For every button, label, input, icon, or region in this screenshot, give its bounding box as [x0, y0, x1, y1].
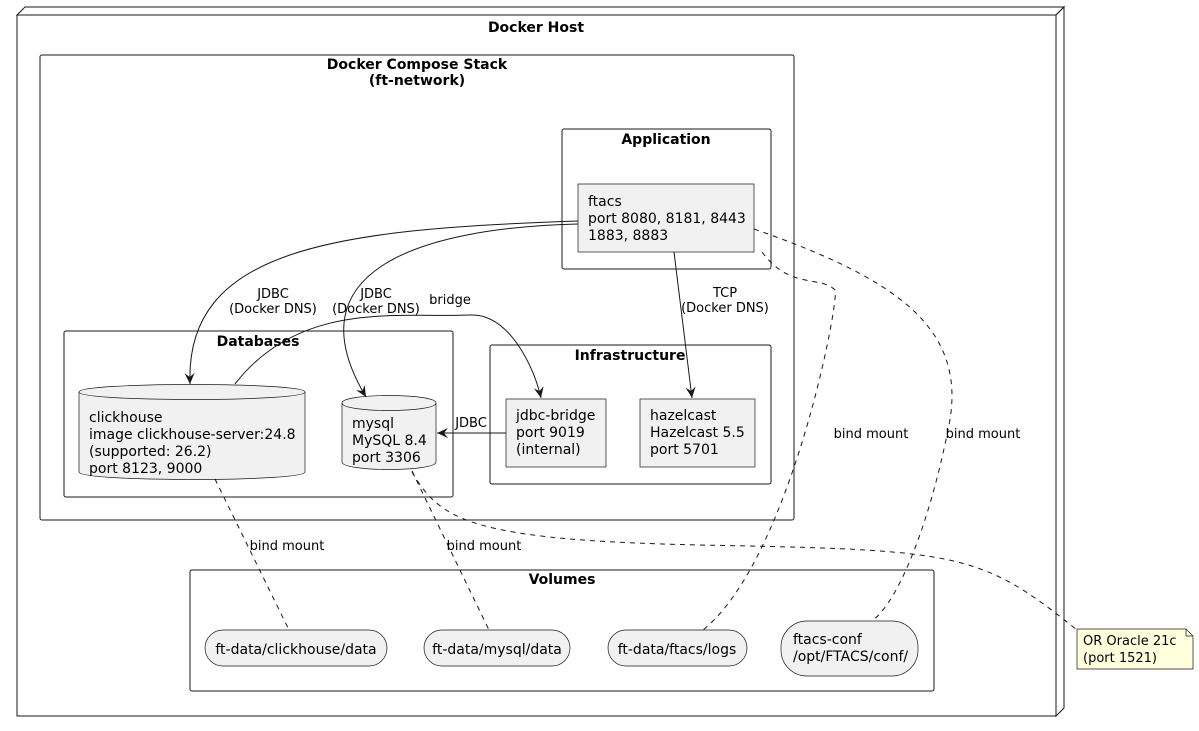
clickhouse-label-line2: image clickhouse-server:24.8 [89, 427, 296, 443]
clickhouse-label-line4: port 8123, 9000 [89, 461, 202, 477]
compose-stack-title-line1: Docker Compose Stack [327, 57, 508, 73]
mysql-label-line1: mysql [352, 416, 394, 432]
application-title: Application [621, 132, 710, 148]
jdbc-bridge-label-line2: port 9019 [516, 425, 585, 441]
jdbc-bridge-label-line3: (internal) [516, 442, 581, 458]
volume-logs-label: ft-data/ftacs/logs [618, 642, 737, 658]
mysql-database[interactable]: mysql MySQL 8.4 port 3306 [341, 395, 437, 470]
label-ftacs-hazelcast-line2: (Docker DNS) [681, 301, 769, 316]
edge-ftacs-hazelcast [673, 251, 696, 399]
volume-ftacs-logs[interactable]: ft-data/ftacs/logs [607, 629, 748, 667]
compose-stack-title-line2: (ft-network) [369, 73, 465, 89]
hazelcast-label-line1: hazelcast [650, 408, 717, 424]
label-ftacs-clickhouse-line2: (Docker DNS) [229, 302, 317, 317]
hazelcast-label-line2: Hazelcast 5.5 [650, 425, 745, 441]
edge-ftacs-mysql [343, 223, 579, 398]
clickhouse-label-line3: (supported: 26.2) [89, 444, 212, 460]
label-mysql-mount: bind mount [447, 539, 522, 554]
databases-title: Databases [217, 334, 300, 350]
ftacs-component[interactable]: ftacs port 8080, 8181, 8443 1883, 8883 [577, 183, 755, 253]
label-bridge-mysql: JDBC [454, 416, 487, 431]
edge-conf-mount [753, 228, 953, 622]
oracle-note: OR Oracle 21c (port 1521) [1076, 628, 1194, 670]
note-line1: OR Oracle 21c [1083, 634, 1177, 649]
volume-conf-label-line1: ftacs-conf [793, 632, 863, 648]
volumes-title: Volumes [529, 572, 596, 588]
mysql-label-line2: MySQL 8.4 [352, 433, 427, 449]
edge-logs-mount [702, 251, 836, 631]
clickhouse-label-line1: clickhouse [89, 410, 163, 426]
volume-clickhouse-label: ft-data/clickhouse/data [215, 642, 376, 658]
ftacs-label-line3: 1883, 8883 [588, 228, 668, 244]
edge-ftacs-clickhouse [184, 220, 579, 385]
hazelcast-component[interactable]: hazelcast Hazelcast 5.5 port 5701 [639, 398, 756, 468]
label-ftacs-mysql-line2: (Docker DNS) [332, 302, 420, 317]
jdbc-bridge-component[interactable]: jdbc-bridge port 9019 (internal) [505, 398, 607, 468]
label-clickhouse-mount: bind mount [250, 539, 325, 554]
volume-mysql-label: ft-data/mysql/data [432, 642, 562, 658]
label-conf-mount: bind mount [946, 427, 1021, 442]
infrastructure-title: Infrastructure [575, 348, 686, 364]
docker-host-title: Docker Host [488, 20, 584, 36]
label-clickhouse-bridge: bridge [429, 293, 471, 308]
label-ftacs-hazelcast-line1: TCP [712, 286, 737, 301]
ftacs-label-line2: port 8080, 8181, 8443 [588, 211, 746, 227]
mysql-label-line3: port 3306 [352, 450, 421, 466]
edge-clickhouse-bridge [234, 314, 544, 399]
label-ftacs-clickhouse-line1: JDBC [256, 287, 289, 302]
hazelcast-label-line3: port 5701 [650, 442, 719, 458]
label-ftacs-mysql-line1: JDBC [359, 287, 392, 302]
jdbc-bridge-label-line1: jdbc-bridge [515, 408, 595, 424]
ftacs-label-line1: ftacs [588, 194, 622, 210]
volume-mysql-data[interactable]: ft-data/mysql/data [423, 629, 571, 667]
note-line2: (port 1521) [1083, 651, 1157, 666]
label-logs-mount: bind mount [834, 427, 909, 442]
volume-clickhouse-data[interactable]: ft-data/clickhouse/data [204, 629, 388, 667]
volume-conf-label-line2: /opt/FTACS/conf/ [793, 649, 908, 665]
volume-ftacs-conf[interactable]: ftacs-conf /opt/FTACS/conf/ [780, 620, 919, 677]
clickhouse-database[interactable]: clickhouse image clickhouse-server:24.8 … [78, 384, 306, 480]
edge-clickhouse-mount [214, 478, 290, 631]
